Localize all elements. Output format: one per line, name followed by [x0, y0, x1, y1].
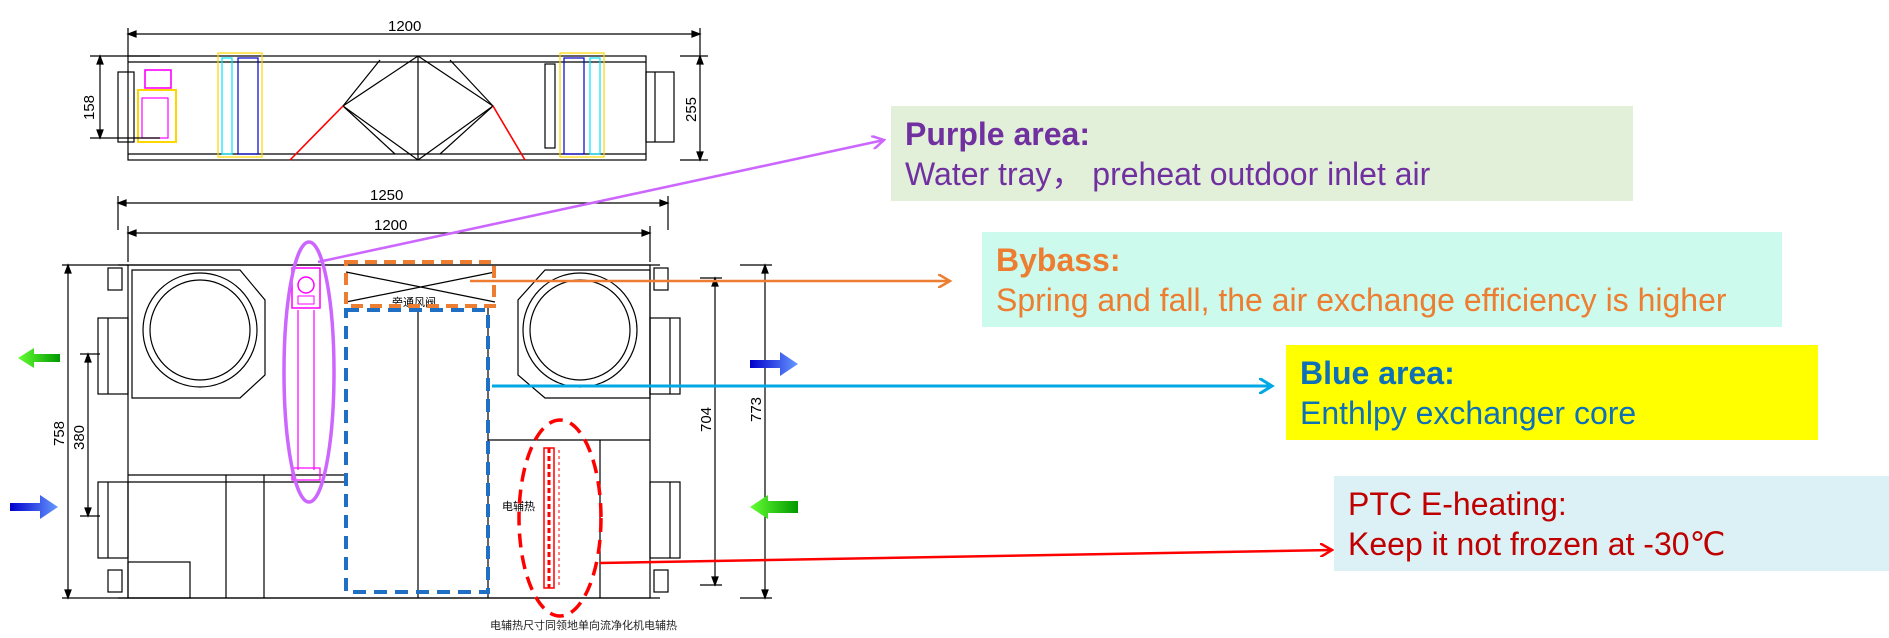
dim-right-height-outer: 773: [748, 397, 765, 422]
dim-plan-height-inner: 380: [71, 425, 88, 450]
callout-purple-body: Water tray， preheat outdoor inlet air: [905, 156, 1431, 192]
callout-purple-area: Purple area: Water tray， preheat outdoor…: [891, 106, 1633, 201]
ptc-heater-area: [517, 418, 603, 618]
dim-top-width: 1200: [388, 18, 421, 35]
callout-bypass-body: Spring and fall, the air exchange effici…: [996, 282, 1727, 318]
plan-view: [62, 196, 772, 600]
callout-blue-area: Blue area: Enthlpy exchanger core: [1286, 345, 1818, 440]
callout-ptc-body: Keep it not frozen at -30℃: [1348, 526, 1726, 562]
airflow-arrow-return-right: [750, 495, 798, 519]
red-leader-line: [599, 550, 1332, 565]
exchanger-core-area: [344, 308, 490, 594]
callout-bypass: Bybass: Spring and fall, the air exchang…: [982, 232, 1782, 327]
dim-right-height-inner: 704: [698, 407, 715, 432]
heater-label-cn: 电辅热: [502, 499, 535, 513]
drawing-caption: 电辅热尺寸同领地单向流净化机电辅热: [490, 620, 677, 632]
callout-blue-title: Blue area:: [1300, 355, 1455, 391]
bypass-area: [344, 260, 496, 308]
callout-blue-body: Enthlpy exchanger core: [1300, 395, 1637, 431]
dim-top-height-left: 158: [81, 95, 98, 120]
callout-ptc-title: PTC E-heating:: [1348, 486, 1567, 522]
callout-purple-title: Purple area:: [905, 116, 1090, 152]
airflow-arrow-exhaust-left: [18, 348, 60, 368]
callout-bypass-title: Bybass:: [996, 242, 1121, 278]
purple-area: [282, 240, 336, 504]
dim-top-height-right: 255: [683, 97, 700, 122]
top-view: [90, 28, 708, 162]
purple-leader-line: [317, 140, 884, 264]
callout-ptc-heating: PTC E-heating: Keep it not frozen at -30…: [1334, 476, 1889, 571]
dim-plan-outer-width: 1250: [370, 187, 403, 204]
bypass-label-cn: 旁通风阀: [392, 295, 436, 309]
dim-plan-inner-width: 1200: [374, 217, 407, 234]
airflow-arrow-intake-left: [10, 495, 58, 519]
airflow-arrow-supply-right: [750, 352, 798, 376]
dim-plan-height-outer: 758: [51, 421, 68, 446]
